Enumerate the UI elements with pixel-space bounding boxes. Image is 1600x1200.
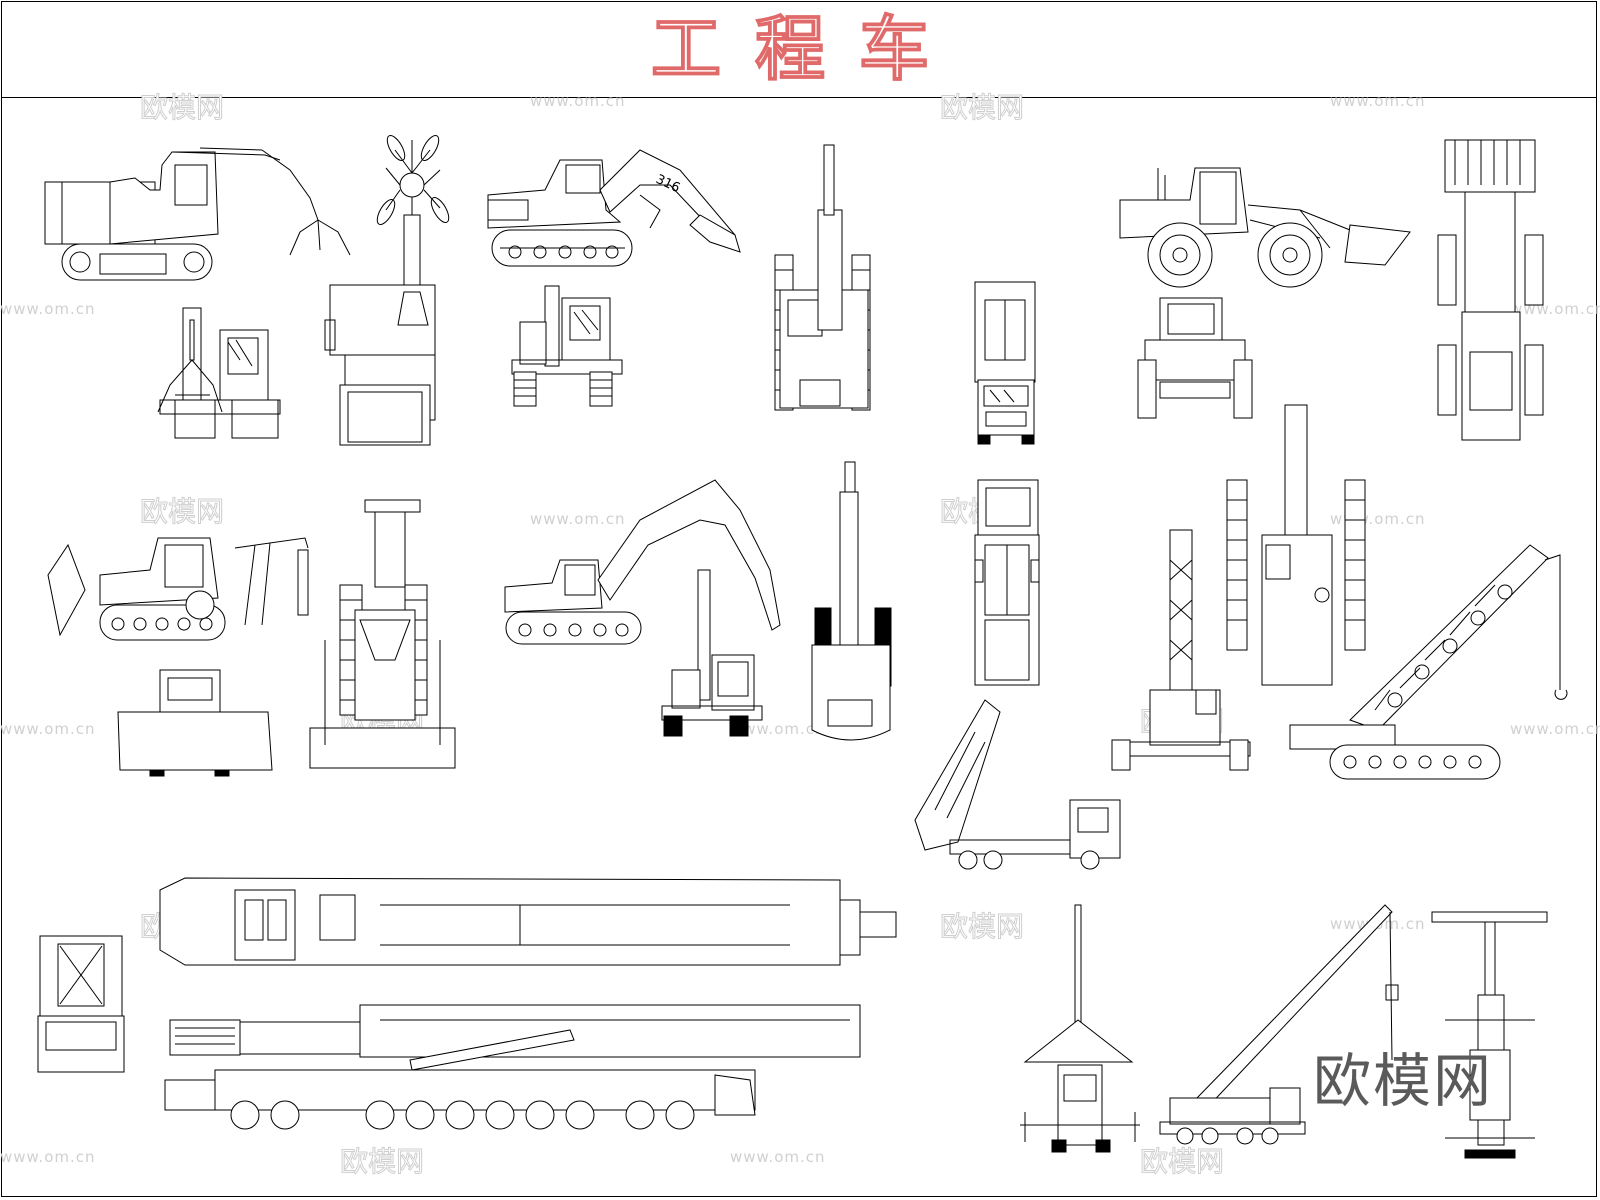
bulldozer-top-icon (310, 500, 455, 768)
mobile-crane-cab-icon (38, 936, 124, 1072)
excavator-icon: 316 (488, 150, 740, 266)
grapple-excavator-front-icon (158, 308, 280, 438)
watermark-url: www.om.cn (0, 720, 96, 738)
dump-truck-top-icon (975, 480, 1039, 685)
watermark-url: www.om.cn (730, 720, 826, 738)
watermark-url: www.om.cn (730, 1148, 826, 1166)
dump-truck-front-icon (975, 282, 1035, 444)
wheel-loader-icon (1120, 168, 1410, 287)
watermark-url: www.om.cn (1330, 92, 1426, 110)
watermark-cn: 欧模网 (339, 1145, 425, 1179)
excavator-top-icon (775, 145, 870, 410)
breaker-excavator-front-icon (662, 570, 762, 736)
truck-crane-top-icon (1432, 912, 1547, 1158)
watermark-url: www.om.cn (0, 300, 96, 318)
breaker-excavator-top-icon (812, 462, 891, 740)
watermark-cn: 欧模网 (939, 91, 1025, 125)
mobile-crane-top-icon (160, 878, 896, 965)
watermark-url: www.om.cn (530, 92, 626, 110)
truck-crane-icon (1160, 905, 1398, 1144)
breaker-excavator-icon (505, 480, 780, 644)
watermark-cn: 欧模网 (1139, 1145, 1225, 1179)
wheel-loader-top-icon (1438, 140, 1543, 440)
crawler-crane-icon (1290, 545, 1567, 779)
watermark-cn: 欧模网 (139, 495, 225, 529)
crawler-crane-top-icon (1227, 405, 1365, 685)
watermark-url: www.om.cn (530, 510, 626, 528)
grapple-excavator-icon (45, 148, 350, 280)
corner-watermark: 欧模网 (1313, 1047, 1494, 1115)
excavator-front-icon (512, 286, 622, 406)
page-title: 工程车 (650, 7, 963, 91)
truck-crane-front-icon (1020, 905, 1140, 1152)
wheel-loader-front-icon (1138, 298, 1252, 418)
title-bar: 工程车 (1, 1, 1597, 98)
crawler-crane-front-icon (1112, 530, 1250, 770)
watermark-url: www.om.cn (1510, 720, 1600, 738)
bulldozer-icon (48, 538, 308, 640)
watermark-cn: 欧模网 (939, 910, 1025, 944)
bulldozer-front-icon (118, 670, 272, 776)
mobile-crane-icon (165, 1005, 860, 1129)
tipper-truck-icon (915, 700, 1120, 869)
watermark-cn: 欧模网 (139, 91, 225, 125)
watermark-url: www.om.cn (0, 1148, 96, 1166)
orange-peel-crane-icon (325, 133, 452, 445)
